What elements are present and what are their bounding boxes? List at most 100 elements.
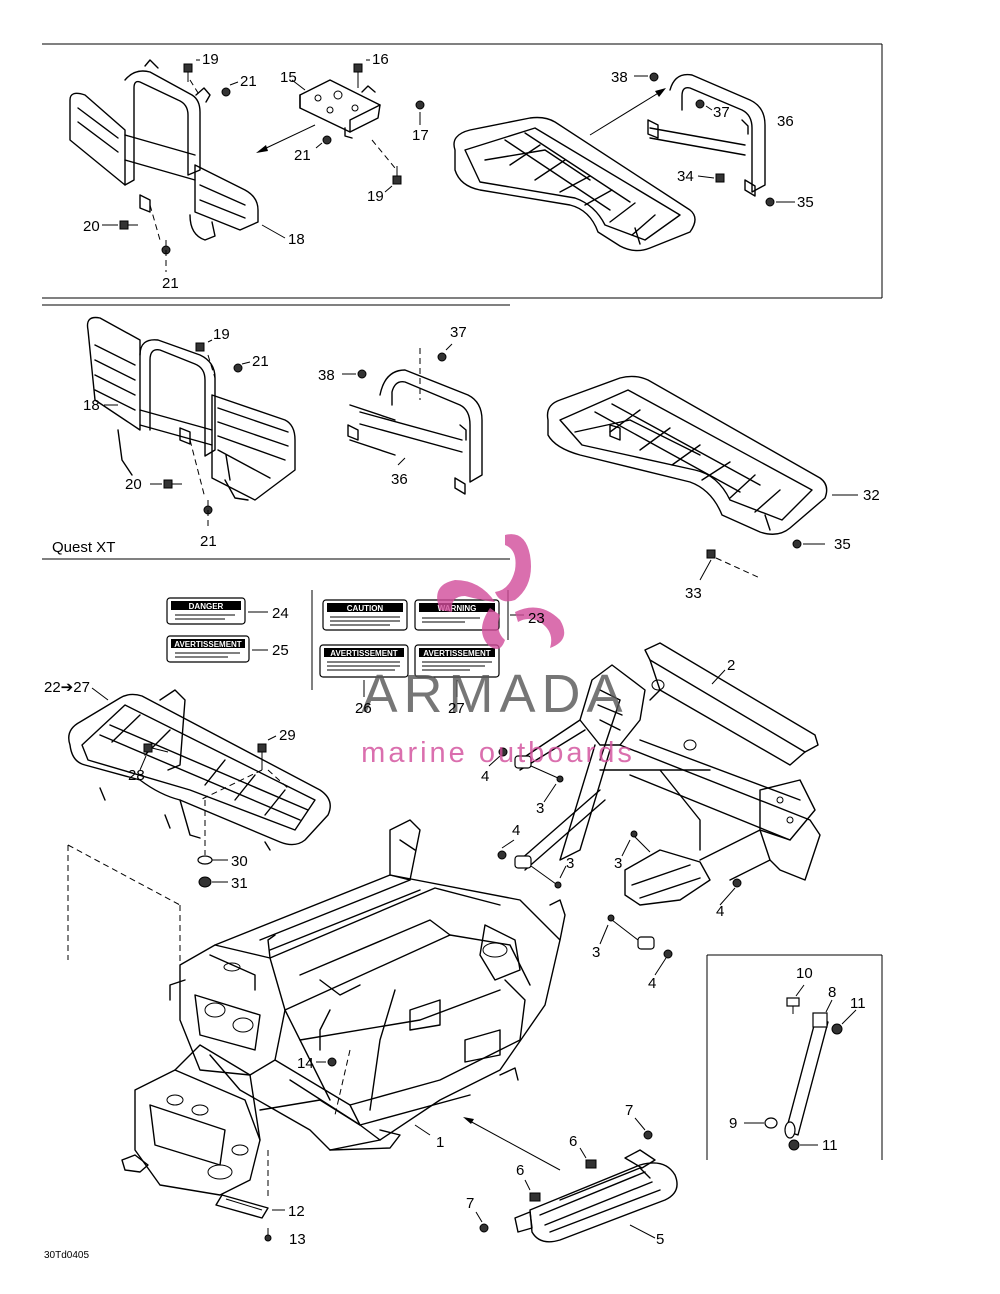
callout-11: 11 bbox=[822, 1137, 838, 1154]
decal-25-head: AVERTISSEMENT bbox=[174, 640, 242, 649]
front-rack-assembly bbox=[68, 689, 331, 851]
callout-20: 20 bbox=[83, 218, 100, 235]
callout-37: 37 bbox=[713, 104, 730, 121]
brand-logo-icon bbox=[437, 534, 565, 649]
tie-rod-inset bbox=[764, 997, 843, 1151]
footrest-leaders bbox=[475, 1117, 656, 1239]
rear-subframe-leaders bbox=[488, 669, 736, 976]
decal-25: AVERTISSEMENT bbox=[166, 635, 250, 663]
decal-23b-head: WARNING bbox=[438, 604, 477, 613]
callout-20: 20 bbox=[125, 476, 142, 493]
rear-rack-32 bbox=[546, 375, 828, 535]
top-panel-hardware bbox=[119, 63, 775, 255]
callout-4: 4 bbox=[716, 903, 724, 920]
footrest-5 bbox=[514, 1149, 678, 1243]
callout-9: 9 bbox=[729, 1115, 737, 1132]
callout-21: 21 bbox=[200, 533, 217, 550]
brand-name: ARMADA bbox=[361, 664, 628, 724]
front-rack-leaders bbox=[67, 687, 291, 968]
decal-26: AVERTISSEMENT bbox=[319, 644, 409, 678]
callout-27: 27 bbox=[448, 700, 465, 717]
callout-33: 33 bbox=[685, 585, 702, 602]
panel-frames bbox=[42, 43, 883, 1160]
front-bumper-top bbox=[69, 59, 259, 241]
callout-19: 19 bbox=[202, 51, 219, 68]
callout-14: 14 bbox=[297, 1055, 314, 1072]
callout-16: 16 bbox=[372, 51, 389, 68]
decal-26-head: AVERTISSEMENT bbox=[330, 649, 398, 658]
top-panel-leaders bbox=[102, 59, 795, 272]
callout-21: 21 bbox=[294, 147, 311, 164]
callout-17: 17 bbox=[412, 127, 429, 144]
rear-subframe-hardware bbox=[497, 747, 742, 959]
callout-8: 8 bbox=[828, 984, 836, 1001]
callout-26: 26 bbox=[355, 700, 372, 717]
callout-37: 37 bbox=[450, 324, 467, 341]
callout-4: 4 bbox=[512, 822, 520, 839]
callout-18: 18 bbox=[288, 231, 305, 248]
rear-bumper-36-mid bbox=[347, 369, 483, 495]
callout-11: 11 bbox=[850, 995, 866, 1012]
callout-29: 29 bbox=[279, 727, 296, 744]
callout-4: 4 bbox=[481, 768, 489, 785]
callout-12: 12 bbox=[288, 1203, 305, 1220]
callout-21: 21 bbox=[162, 275, 179, 292]
callout-3: 3 bbox=[592, 944, 600, 961]
callout-19: 19 bbox=[213, 326, 230, 343]
decal-24: DANGER bbox=[166, 597, 246, 625]
callout-38: 38 bbox=[611, 69, 628, 86]
main-frame-leaders bbox=[267, 1049, 561, 1211]
callout-1: 1 bbox=[436, 1134, 444, 1151]
main-frame-hardware bbox=[215, 1057, 337, 1242]
rear-bumper-36-top bbox=[647, 73, 766, 197]
rear-subframe-2 bbox=[519, 642, 821, 906]
callout-labels: 19 21 15 16 17 21 19 20 18 21 38 37 36 3… bbox=[44, 51, 880, 1261]
brand-tagline: marine outboards bbox=[361, 737, 635, 769]
decal-27: AVERTISSEMENT bbox=[414, 644, 500, 678]
callout-24: 24 bbox=[272, 605, 289, 622]
callout-6: 6 bbox=[516, 1162, 524, 1179]
callout-21: 21 bbox=[240, 73, 257, 90]
decal-24-head: DANGER bbox=[189, 602, 224, 611]
mid-panel-leaders bbox=[104, 339, 858, 581]
front-rack-hardware bbox=[143, 743, 267, 888]
callout-22-to-27: 22➔27 bbox=[44, 679, 90, 696]
callout-35: 35 bbox=[797, 194, 814, 211]
callout-13: 13 bbox=[289, 1231, 306, 1248]
callout-3: 3 bbox=[566, 855, 574, 872]
callout-5: 5 bbox=[656, 1231, 664, 1248]
callout-34: 34 bbox=[677, 168, 694, 185]
callout-7: 7 bbox=[466, 1195, 474, 1212]
brand-watermark: ARMADA marine outboards bbox=[361, 534, 635, 769]
callout-30: 30 bbox=[231, 853, 248, 870]
callout-36: 36 bbox=[777, 113, 794, 130]
callout-15: 15 bbox=[280, 69, 297, 86]
decal-27-head: AVERTISSEMENT bbox=[423, 649, 491, 658]
rear-rack-top bbox=[453, 116, 696, 252]
callout-7: 7 bbox=[625, 1102, 633, 1119]
footrest-hardware bbox=[479, 1130, 653, 1233]
callout-31: 31 bbox=[231, 875, 248, 892]
front-bumper-quest-xt bbox=[86, 316, 296, 501]
callout-6: 6 bbox=[569, 1133, 577, 1150]
callout-35: 35 bbox=[834, 536, 851, 553]
callout-21: 21 bbox=[252, 353, 269, 370]
callout-18: 18 bbox=[83, 397, 100, 414]
callout-23: 23 bbox=[528, 610, 545, 627]
callout-3: 3 bbox=[536, 800, 544, 817]
main-frame-1 bbox=[121, 819, 566, 1196]
drawing-reference: 30Td0405 bbox=[44, 1250, 89, 1261]
callout-28: 28 bbox=[128, 767, 145, 784]
tie-rod-leaders bbox=[744, 984, 857, 1146]
callout-36: 36 bbox=[391, 471, 408, 488]
mounting-plate-15 bbox=[299, 79, 381, 139]
variant-label: Quest XT bbox=[52, 539, 115, 556]
callout-3: 3 bbox=[614, 855, 622, 872]
decal-23a-head: CAUTION bbox=[347, 604, 384, 613]
callout-19: 19 bbox=[367, 188, 384, 205]
decal-23a: CAUTION bbox=[322, 599, 408, 631]
callout-10: 10 bbox=[796, 965, 813, 982]
callout-2: 2 bbox=[727, 657, 735, 674]
callout-38: 38 bbox=[318, 367, 335, 384]
